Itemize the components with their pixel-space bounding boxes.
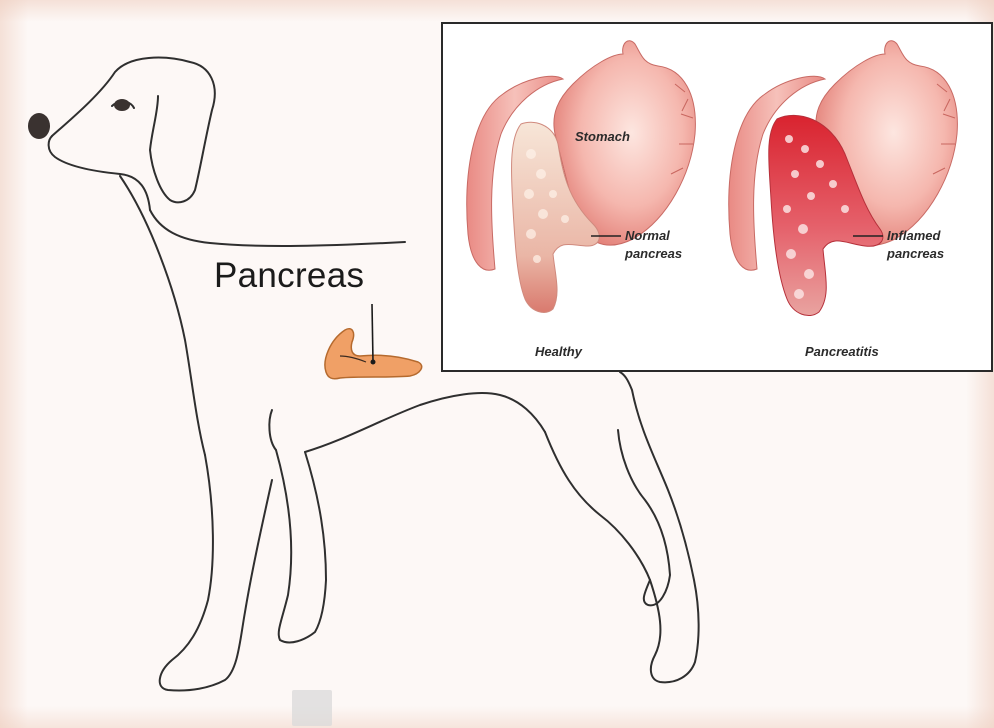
inflamed-organs (729, 41, 958, 316)
inset-illustration (443, 24, 994, 374)
healthy-lobule (526, 229, 536, 239)
healthy-lobule (526, 149, 536, 159)
pancreas-leader-dot (371, 360, 376, 365)
healthy-lobule (561, 215, 569, 223)
healthy-lobule (538, 209, 548, 219)
stomach-label: Stomach (575, 128, 630, 146)
inflamed-pancreas-label-line1: Inflamed (887, 227, 940, 245)
inset-panel: Stomach Normal pancreas Inflamed pancrea… (441, 22, 993, 372)
inflamed-pancreas-label-line2: pancreas (887, 245, 944, 263)
dog-outline (276, 450, 326, 642)
inflamed-lobule (798, 224, 808, 234)
pancreas-leader-line (372, 304, 373, 362)
healthy-lobule (533, 255, 541, 263)
inflamed-lobule (791, 170, 799, 178)
inflamed-lobule (801, 145, 809, 153)
inflamed-lobule (841, 205, 849, 213)
dog-outline (150, 210, 405, 246)
dog-outline (305, 393, 545, 452)
dog-eye (114, 99, 130, 111)
dog-nose (28, 113, 50, 139)
inflamed-lobule (829, 180, 837, 188)
normal-pancreas-label-line2: pancreas (625, 245, 682, 263)
healthy-caption: Healthy (535, 344, 582, 359)
inflamed-lobule (783, 205, 791, 213)
pancreatitis-caption: Pancreatitis (805, 344, 879, 359)
watermark-icon (292, 690, 332, 726)
inflamed-lobule (794, 289, 804, 299)
healthy-lobule (524, 189, 534, 199)
normal-pancreas-label-line1: Normal (625, 227, 670, 245)
pancreas-label: Pancreas (214, 256, 364, 296)
dog-outline (545, 430, 670, 605)
inflamed-lobule (807, 192, 815, 200)
dog-outline (52, 58, 215, 203)
dog-outline (120, 176, 205, 455)
inflamed-lobule (804, 269, 814, 279)
healthy-lobule (549, 190, 557, 198)
inflamed-lobule (786, 249, 796, 259)
healthy-organs (467, 41, 696, 313)
inflamed-lobule (816, 160, 824, 168)
dog-outline (160, 455, 272, 691)
healthy-lobule (536, 169, 546, 179)
dog-outline (269, 410, 276, 450)
inflamed-lobule (785, 135, 793, 143)
